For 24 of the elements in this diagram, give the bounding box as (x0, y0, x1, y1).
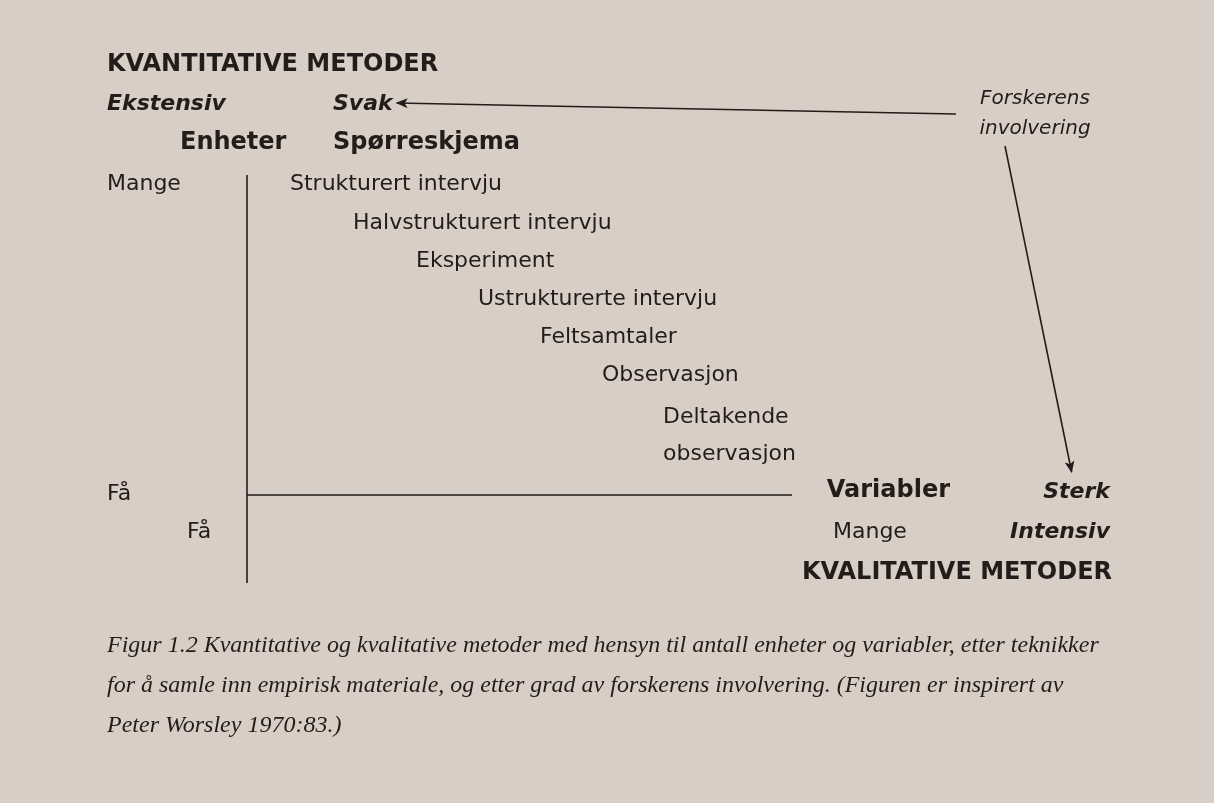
arrow (395, 98, 957, 115)
heading: KVANTITATIVE METODER (107, 48, 439, 78)
axis-value: Mange (107, 169, 181, 197)
arrow (1004, 145, 1075, 473)
axis-value: Få (187, 517, 212, 545)
axis-end-label: Intensiv (1010, 517, 1110, 545)
method-label: Strukturert intervju (290, 169, 502, 197)
method-label: Spørreskjema (333, 126, 520, 156)
node-label: Forskerens involvering (960, 82, 1110, 142)
axis-title: Enheter (180, 126, 287, 156)
node-label: Sterk (1043, 476, 1110, 506)
method-label: Observasjon (602, 360, 739, 388)
axis-value: Få (107, 479, 132, 507)
axis-value: Mange (833, 517, 907, 545)
axis-end-label: Ekstensiv (107, 89, 226, 117)
method-label: Feltsamtaler (540, 322, 677, 350)
axis-title: Variabler (826, 474, 950, 504)
figure-caption: Figur 1.2 Kvantitative og kvalitative metoder med hensyn til antall enheter og variabler, etter teknikker for å samle inn empirisk materiale, og etter grad av forskerens involvering. (Figuren er inspirert av Peter Worsley 1970:83.) (107, 630, 1100, 739)
method-label: Eksperiment (416, 246, 555, 274)
method-label: Halvstrukturert intervju (353, 208, 612, 236)
node-label: Svak (333, 88, 393, 118)
method-label: Deltakende observasjon (663, 402, 797, 467)
heading: KVALITATIVE METODER (801, 556, 1112, 586)
method-label: Ustrukturerte intervju (478, 284, 718, 312)
